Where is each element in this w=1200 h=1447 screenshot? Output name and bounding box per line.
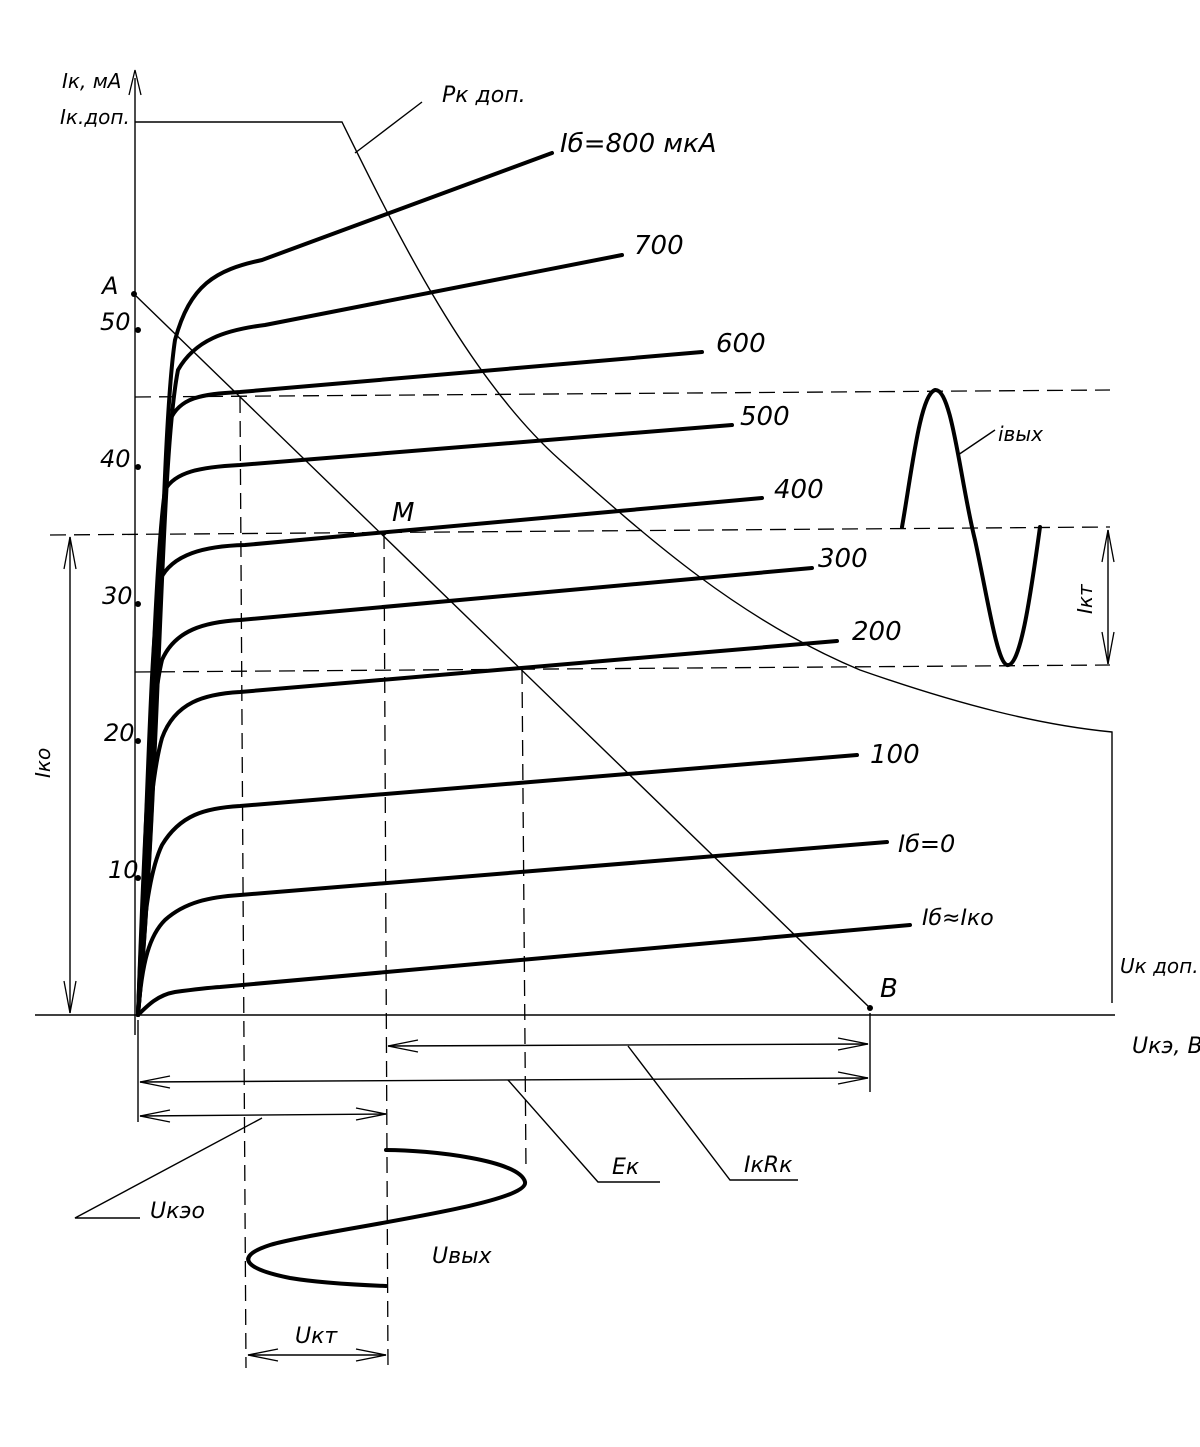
uke0-dimension-line	[139, 1113, 387, 1117]
uk-limit-label: Uк доп.	[1120, 954, 1199, 978]
curve-ib-200	[136, 639, 839, 1017]
ek-label: Eк	[612, 1155, 640, 1180]
curve-ib-ik0	[136, 923, 912, 1017]
y-tick-label: 30	[102, 582, 133, 610]
ek-dimension-line	[139, 1077, 869, 1083]
y-axis-arrow-icon	[128, 69, 142, 96]
u-out-label: Uвых	[432, 1244, 492, 1269]
curve-label-600: 600	[716, 329, 766, 359]
point-b-dot	[867, 1005, 873, 1011]
y-tick-dot	[135, 875, 141, 881]
ik0-arrow-up-icon	[63, 536, 77, 570]
pk-limit-curve	[135, 121, 1113, 1003]
ek-leader-line	[507, 1079, 660, 1183]
ik0-label: Iко	[31, 748, 55, 778]
ukm-arrow-left-icon	[247, 1348, 279, 1362]
curve-label-700: 700	[634, 231, 684, 261]
ek-arrow-left-icon	[139, 1075, 171, 1089]
ikm-label: Iкт	[1073, 583, 1097, 614]
y-tick-dot	[135, 601, 141, 607]
point-m-label: M	[392, 498, 414, 528]
uke0-leader-line	[74, 1117, 263, 1219]
dashed-min-current	[134, 664, 1111, 673]
uke0-arrow-left-icon	[139, 1109, 171, 1123]
dashed-operating-voltage	[383, 532, 389, 1369]
curve-label-100: 100	[870, 740, 920, 770]
dashed-operating-current	[49, 526, 1111, 536]
curve-label-800: Iб=800 мкА	[560, 129, 716, 159]
uke0-label: Uкэо	[150, 1199, 205, 1224]
uke0-arrow-right-icon	[355, 1107, 387, 1121]
dashed-min-voltage	[239, 396, 247, 1369]
curve-label-300: 300	[818, 544, 868, 574]
y-axis-label: Iк, мА	[62, 69, 121, 93]
pk-label: Pк доп.	[442, 83, 526, 108]
curve-label-ik0: Iб≈Iко	[922, 906, 994, 931]
y-tick-label: 10	[108, 856, 139, 884]
ik0-arrow-down-icon	[63, 980, 77, 1014]
ikrk-arrow-left-icon	[387, 1039, 419, 1053]
characteristic-curves	[136, 151, 912, 1017]
i-out-label: iвых	[998, 422, 1043, 446]
curve-ib-300	[136, 566, 814, 1017]
ikm-arrow-up-icon	[1101, 529, 1115, 563]
curve-ib-500	[136, 423, 734, 1017]
pk-leader-line	[354, 101, 423, 154]
point-a-label: A	[100, 272, 118, 300]
y-limit-label: Iк.доп.	[60, 105, 130, 129]
ikrk-label: IкRк	[744, 1153, 793, 1178]
ek-arrow-right-icon	[837, 1071, 869, 1085]
load-line	[133, 293, 871, 1009]
curve-ib-100	[136, 753, 859, 1017]
curve-label-400: 400	[774, 475, 824, 505]
curve-ib-0	[136, 840, 889, 1017]
ukm-label: Uкт	[295, 1324, 338, 1349]
i-out-leader-line	[957, 429, 996, 456]
output-voltage-sine	[246, 1148, 527, 1288]
curve-label-200: 200	[852, 617, 902, 647]
y-tick-dot	[135, 327, 141, 333]
ikrk-leader-line	[627, 1045, 798, 1181]
ikm-arrow-down-icon	[1101, 631, 1115, 665]
curve-label-500: 500	[740, 402, 790, 432]
y-tick-dot	[135, 738, 141, 744]
y-tick-label: 40	[100, 445, 131, 473]
output-current-sine	[900, 388, 1042, 667]
dashed-guides	[49, 389, 1111, 1369]
dashed-max-current	[134, 389, 1111, 398]
y-tick-label: 20	[104, 719, 135, 747]
dashed-max-voltage	[521, 667, 527, 1171]
curve-label-0: Iб=0	[898, 830, 955, 858]
point-b-label: B	[880, 974, 898, 1004]
x-axis-label: Uкэ, В	[1132, 1034, 1200, 1059]
y-tick-label: 50	[100, 308, 131, 336]
y-tick-dot	[135, 464, 141, 470]
ikrk-dimension-line	[387, 1043, 869, 1047]
ukm-arrow-right-icon	[355, 1348, 387, 1362]
ikrk-arrow-right-icon	[837, 1037, 869, 1051]
curve-ib-400	[136, 496, 764, 1017]
